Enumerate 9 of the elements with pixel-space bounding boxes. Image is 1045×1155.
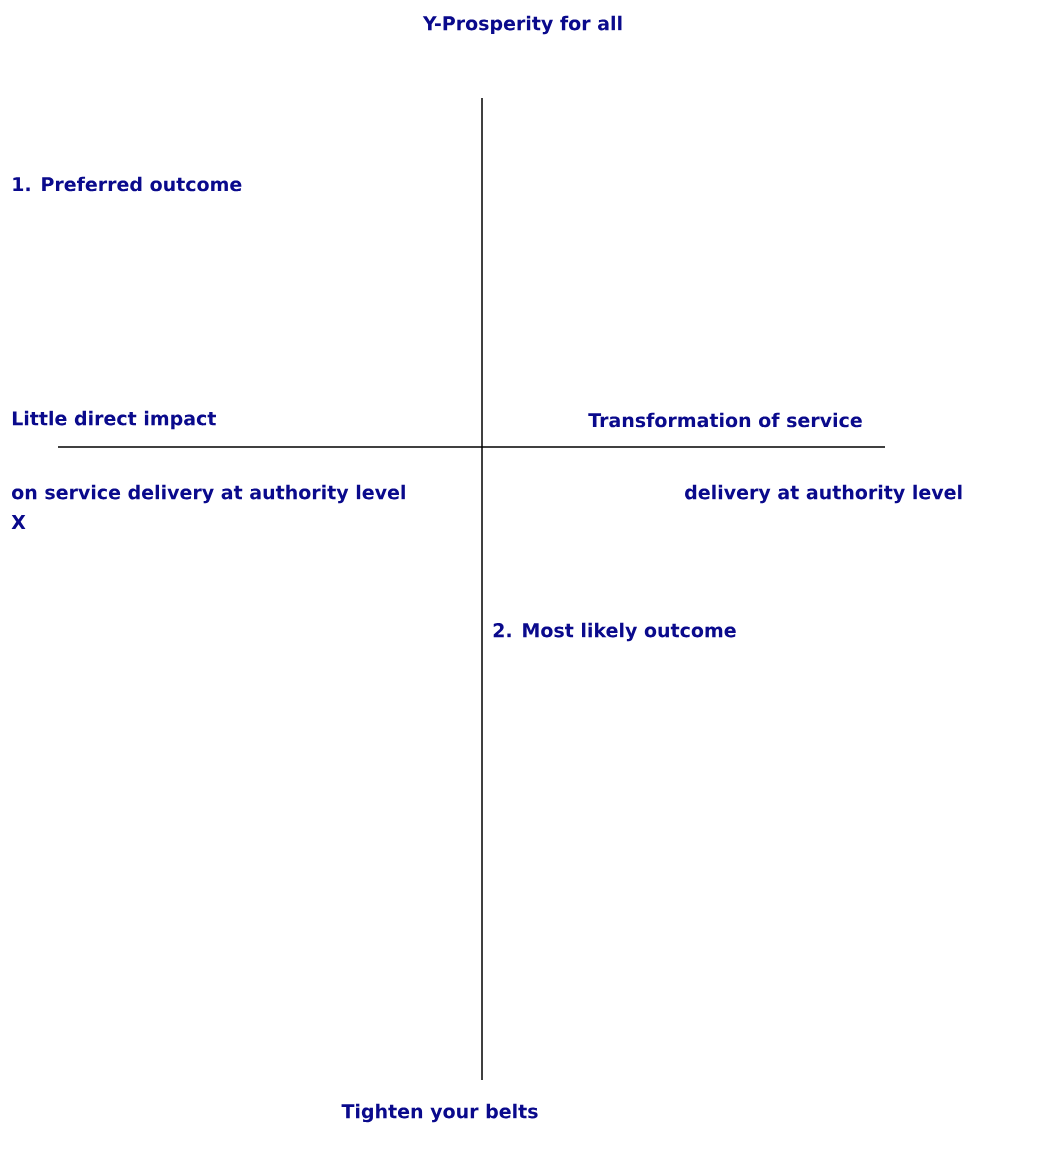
axis-label: Tighten your belts bbox=[340, 1102, 540, 1124]
axis-label: Little direct impact bbox=[10, 409, 218, 431]
axis-label: 2. Most likely outcome bbox=[491, 621, 738, 643]
axis-label: Transformation of service bbox=[587, 411, 864, 429]
axis-label: on service delivery at authority level bbox=[10, 483, 408, 505]
axis-label: X bbox=[10, 514, 27, 530]
axis-label: Y-Prosperity for all bbox=[421, 14, 625, 36]
axis-label: delivery at authority level bbox=[683, 483, 965, 505]
axis-label: 1. Preferred outcome bbox=[10, 175, 244, 193]
